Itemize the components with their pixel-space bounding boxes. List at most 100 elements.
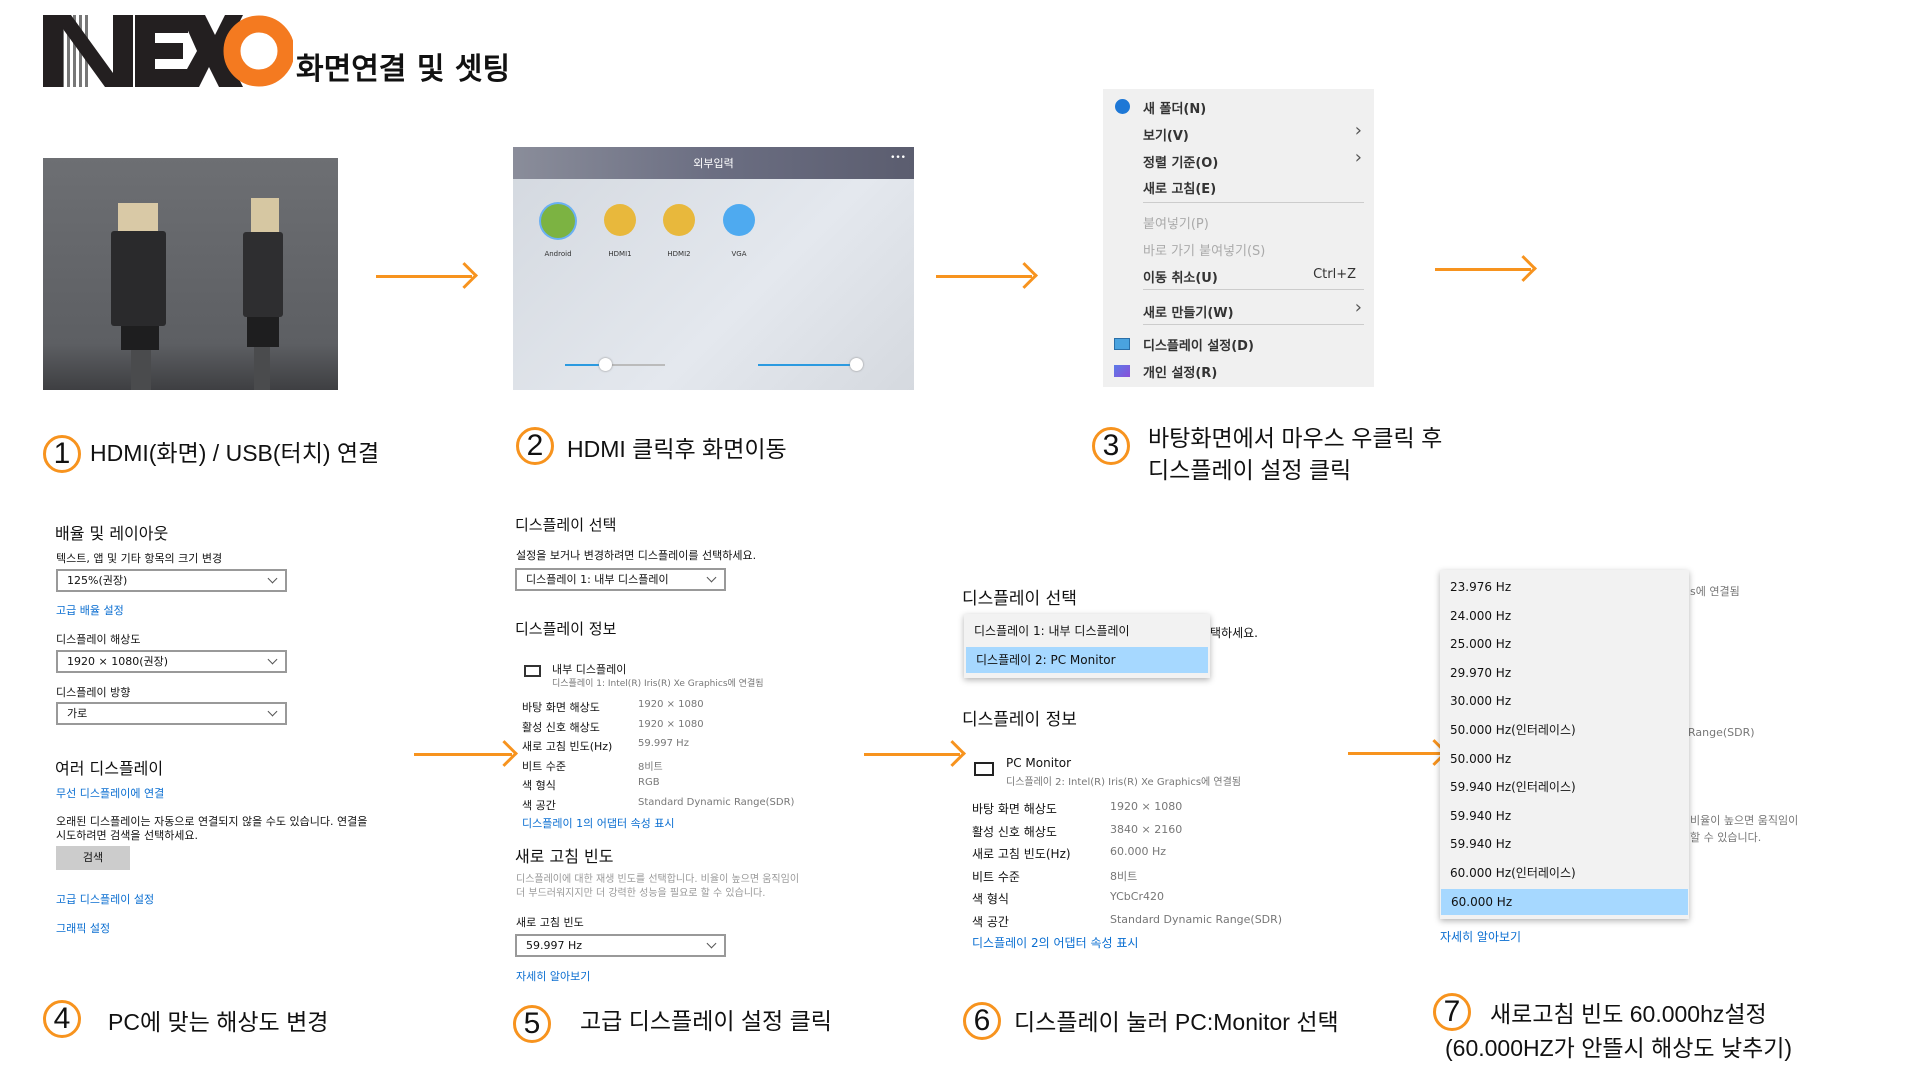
info-label: 새로 고침 빈도(Hz) (522, 740, 613, 753)
tv-input-label: VGA (731, 250, 747, 258)
step-3-line2: 디스플레이 설정 클릭 (1148, 457, 1352, 483)
step-1-text: HDMI(화면) / USB(터치) 연결 (90, 440, 380, 466)
refresh-option[interactable]: 30.000 Hz (1450, 694, 1512, 709)
info-label: 비트 수준 (972, 869, 1020, 884)
detect-button[interactable]: 검색 (56, 846, 130, 870)
learn-more-link[interactable]: 자세히 알아보기 (1440, 930, 1522, 944)
info-label: 새로 고침 빈도(Hz) (972, 847, 1071, 862)
info-label: 색 형식 (522, 779, 556, 792)
refresh-option[interactable]: 24.000 Hz (1450, 608, 1512, 623)
hdmi-connector-tip (118, 203, 158, 231)
adapter-properties-link[interactable]: 디스플레이 2의 어댑터 속성 표시 (972, 936, 1139, 950)
arrow-5 (864, 753, 960, 756)
arrow-3 (1435, 268, 1531, 271)
divider (1143, 324, 1364, 325)
hdmi-icon (663, 204, 695, 236)
tv-input-android[interactable]: Android (538, 204, 578, 258)
refresh-option[interactable]: 29.970 Hz (1450, 665, 1512, 680)
resolution-dropdown[interactable]: 1920 × 1080(권장) (56, 650, 287, 673)
tv-input-label: Android (544, 250, 572, 258)
menu-item-personalize[interactable]: 개인 설정(R) (1143, 366, 1218, 381)
tv-input-label: HDMI2 (667, 250, 691, 258)
new-folder-icon (1115, 99, 1130, 114)
menu-item-paste-shortcut[interactable]: 바로 가기 붙여넣기(S) (1143, 244, 1266, 259)
arrow-4 (414, 753, 512, 756)
refresh-option[interactable]: 25.000 Hz (1450, 637, 1512, 652)
volume-slider-handle[interactable] (599, 358, 612, 371)
multi-display-heading: 여러 디스플레이 (55, 759, 164, 778)
old-display-text: 오래된 디스플레이는 자동으로 연결되지 않을 수도 있습니다. 연결을 (56, 815, 368, 828)
orientation-dropdown[interactable]: 가로 (56, 702, 287, 725)
menu-item-undo-move[interactable]: 이동 취소(U) (1143, 271, 1218, 286)
behind-text: Range(SDR) (1688, 726, 1755, 739)
usb-connector-body (243, 232, 283, 317)
scale-label: 텍스트, 앱 및 기타 항목의 크기 변경 (56, 552, 223, 565)
brightness-slider[interactable] (758, 358, 863, 371)
info-label: 비트 수준 (522, 759, 566, 773)
info-value: RGB (638, 777, 660, 788)
menu-item-display-settings[interactable]: 디스플레이 설정(D) (1143, 339, 1254, 354)
refresh-desc: 디스플레이에 대한 재생 빈도를 선택합니다. 비율이 높으면 움직임이 (516, 874, 800, 885)
step-number-5: 5 (513, 1005, 551, 1043)
step-6-text: 디스플레이 눌러 PC:Monitor 선택 (1014, 1009, 1339, 1035)
refresh-option[interactable]: 50.000 Hz (1450, 751, 1512, 766)
display-option-1[interactable]: 디스플레이 1: 내부 디스플레이 (974, 624, 1130, 638)
shortcut-label: Ctrl+Z (1313, 267, 1356, 282)
menu-item-view[interactable]: 보기(V) (1143, 129, 1189, 144)
chevron-right-icon: › (1354, 147, 1362, 168)
behind-text: 비율이 높으면 움직임이 (1690, 814, 1799, 827)
graphics-settings-link[interactable]: 그래픽 설정 (56, 922, 111, 935)
info-value: 1920 × 1080 (638, 699, 704, 710)
menu-item-new[interactable]: 새로 만들기(W) (1143, 306, 1234, 321)
refresh-option[interactable]: 59.940 Hz(인터레이스) (1450, 780, 1576, 795)
scale-dropdown[interactable]: 125%(권장) (56, 569, 287, 592)
info-value: Standard Dynamic Range(SDR) (1110, 913, 1283, 926)
step-number-3: 3 (1092, 427, 1130, 465)
monitor-sub: 디스플레이 1: Intel(R) Iris(R) Xe Graphics에 연… (552, 679, 764, 689)
refresh-option[interactable]: 60.000 Hz(인터레이스) (1450, 866, 1576, 880)
refresh-label: 새로 고침 빈도 (516, 916, 584, 929)
info-value: 1920 × 1080 (638, 718, 704, 730)
tv-input-vga[interactable]: VGA (719, 204, 759, 258)
volume-slider[interactable] (565, 358, 665, 371)
behind-text: 할 수 있습니다. (1690, 831, 1762, 844)
monitor-sub: 디스플레이 2: Intel(R) Iris(R) Xe Graphics에 연… (1006, 777, 1242, 788)
orientation-label: 디스플레이 방향 (56, 686, 131, 699)
menu-item-sort[interactable]: 정렬 기준(O) (1143, 156, 1219, 171)
info-value: 8비트 (638, 761, 663, 773)
refresh-option[interactable]: 59.940 Hz (1450, 808, 1512, 823)
usb-strain-relief (247, 317, 279, 347)
wireless-display-link[interactable]: 무선 디스플레이에 연결 (56, 787, 165, 800)
advanced-display-link[interactable]: 고급 디스플레이 설정 (56, 893, 155, 906)
menu-item-new-folder[interactable]: 새 폴더(N) (1143, 102, 1207, 117)
personalize-icon (1114, 365, 1130, 377)
adapter-properties-link[interactable]: 디스플레이 1의 어댑터 속성 표시 (522, 817, 675, 830)
brightness-slider-handle[interactable] (850, 358, 863, 371)
divider (1143, 289, 1364, 290)
step-3-line1: 바탕화면에서 마우스 우클릭 후 (1148, 425, 1443, 451)
refresh-option[interactable]: 60.000 Hz (1441, 888, 1688, 915)
menu-item-refresh[interactable]: 새로 고침(E) (1143, 182, 1217, 197)
info-value: Standard Dynamic Range(SDR) (638, 796, 795, 808)
more-icon[interactable]: ••• (890, 153, 906, 163)
context-menu: 새 폴더(N) 보기(V)› 정렬 기준(O)› 새로 고침(E) 붙여넣기(P… (1103, 89, 1374, 387)
display-dropdown[interactable]: 디스플레이 1: 내부 디스플레이 (515, 568, 726, 591)
refresh-rate-dropdown[interactable]: 59.997 Hz (515, 934, 726, 957)
tv-input-screen: 외부입력 ••• Android HDMI1 HDMI2 VGA (513, 147, 914, 390)
display-info-heading: 디스플레이 정보 (962, 710, 1077, 730)
tv-title: 외부입력 (693, 157, 734, 170)
tv-input-hdmi1[interactable]: HDMI1 (600, 204, 640, 258)
refresh-option[interactable]: 50.000 Hz(인터레이스) (1450, 723, 1576, 737)
info-label: 색 공간 (522, 798, 556, 812)
refresh-option[interactable]: 23.976 Hz (1450, 580, 1512, 594)
tv-input-hdmi2[interactable]: HDMI2 (659, 204, 699, 258)
display-option-2[interactable]: 디스플레이 2: PC Monitor (966, 647, 1208, 673)
monitor-icon (524, 665, 541, 677)
menu-item-paste[interactable]: 붙여넣기(P) (1143, 217, 1209, 232)
refresh-option[interactable]: 59.940 Hz (1450, 837, 1512, 852)
info-label: 활성 신호 해상도 (522, 720, 600, 734)
advanced-scale-link[interactable]: 고급 배율 설정 (56, 604, 124, 617)
learn-more-link[interactable]: 자세히 알아보기 (516, 970, 591, 983)
monitor-icon (974, 762, 994, 776)
info-value: 8비트 (1110, 869, 1138, 883)
